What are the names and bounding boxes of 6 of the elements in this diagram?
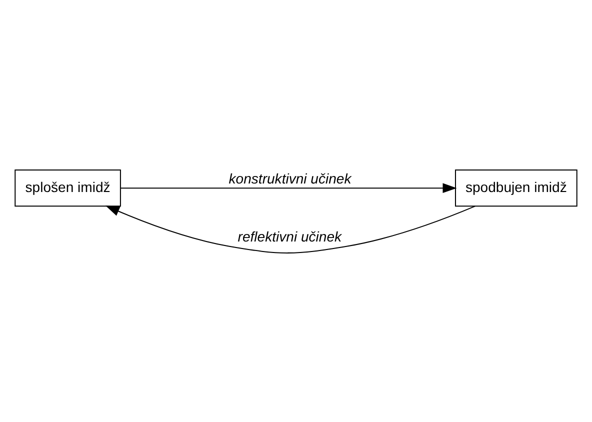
- node-box: spodbujen imidž: [454, 169, 578, 206]
- node-box: splošen imidž: [14, 169, 121, 206]
- edge-label: reflektivni učinek: [238, 228, 342, 244]
- edge-label: konstruktivni učinek: [228, 170, 352, 186]
- arrow: [105, 205, 476, 253]
- arrow: [120, 182, 457, 192]
